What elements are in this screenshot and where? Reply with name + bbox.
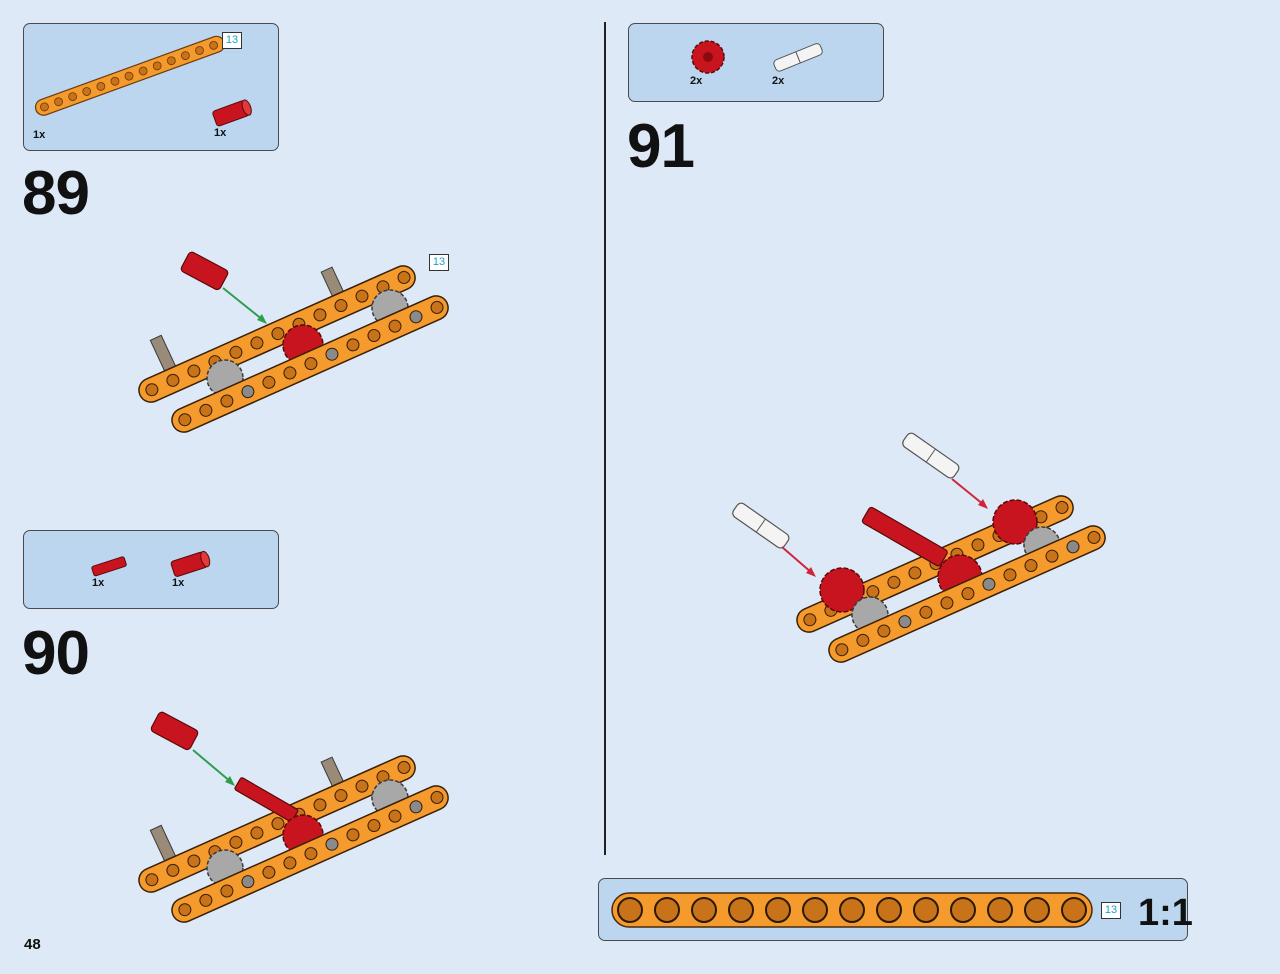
part-qty: 1x [172,577,185,589]
step-number: 89 [22,159,90,228]
white-pin-icon [773,43,823,72]
step-number: 90 [22,619,90,688]
assembly-illustration-step-90 [138,711,449,923]
orange-liftarm-13-icon [34,35,226,116]
part-qty: 1x [92,577,105,589]
parts-callout-step-91: 2x 2x [628,23,884,102]
red-axle-connector-icon [170,550,211,577]
step-number: 91 [627,112,695,181]
assembly-illustration-step-89 [138,251,449,433]
red-axle-connector-icon [212,99,252,127]
parts-callout-step-89: 13 1x 1x [23,23,279,151]
part-qty: 2x [690,75,703,87]
liftarm-size-badge: 13 [222,32,242,49]
scale-ratio: 1:1 [1138,892,1193,934]
parts-callout-step-90: 1x 1x [23,530,279,609]
part-qty: 1x [214,127,227,139]
page-number: 48 [24,936,41,953]
assembly-size-badge: 13 [429,254,449,271]
column-divider [604,22,606,855]
red-gear-icon [691,40,725,74]
scale-reference-box: 13 1:1 [598,878,1193,941]
scale-size-badge: 13 [1101,902,1121,919]
liftarm-scale-icon [611,892,1093,928]
part-qty: 2x [772,75,785,87]
red-axle-icon [91,556,127,577]
assembly-illustration-step-91 [732,432,1106,663]
part-qty: 1x [33,129,46,141]
